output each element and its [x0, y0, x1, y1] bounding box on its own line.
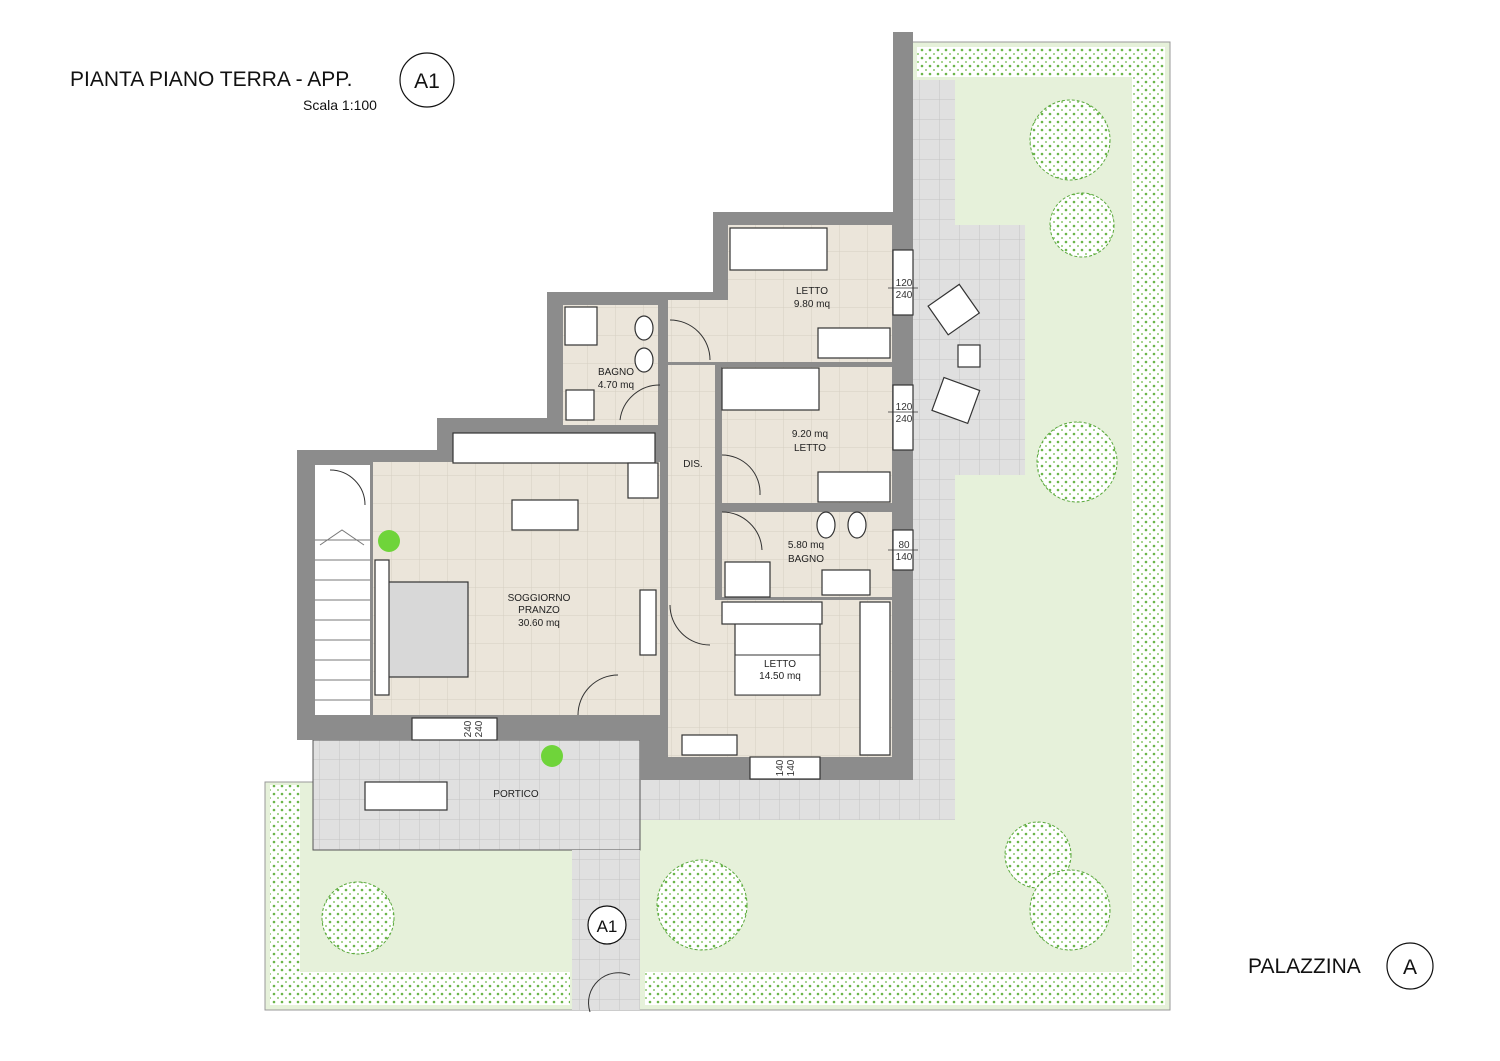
building-badge-circle: [1386, 942, 1434, 990]
stairs: [315, 529, 370, 701]
sideboard: [639, 589, 657, 656]
toilet-small: [634, 315, 654, 341]
window-dim: 120: [896, 402, 913, 413]
sofa: [387, 581, 469, 678]
unit-badge-circle: [399, 52, 455, 108]
kitchen-counter: [452, 432, 656, 464]
tree-icon: [1029, 99, 1111, 181]
plan-title: PIANTA PIANO TERRA - APP.: [70, 68, 352, 91]
room-name: SOGGIORNO: [508, 593, 571, 604]
bidet-small: [634, 347, 654, 373]
window-dim: 140: [896, 552, 913, 563]
hedge-right: [1132, 47, 1165, 1005]
plan-scale: Scala 1:100: [303, 97, 377, 113]
side-table: [957, 344, 981, 368]
building-badge: A: [1403, 956, 1417, 979]
plant-icon: [378, 530, 400, 552]
bed-label-bg: [734, 654, 821, 696]
sink-small: [565, 389, 595, 421]
tree-icon: [1029, 869, 1111, 951]
entrance-marker: A1: [597, 917, 618, 936]
wardrobe-3: [859, 601, 891, 756]
fridge: [627, 462, 659, 499]
unit-badge: A1: [414, 70, 440, 93]
bed-2: [721, 367, 820, 411]
portico-table: [364, 781, 448, 811]
armchair: [927, 283, 981, 336]
room-area: 4.70 mq: [598, 380, 634, 391]
window-dim: 240: [896, 414, 913, 425]
window-dim: 80: [898, 540, 910, 551]
armchair: [931, 376, 981, 425]
room-name: BAGNO: [788, 554, 824, 565]
room-name: LETTO: [794, 443, 826, 454]
window-living: [411, 717, 498, 741]
tv-unit: [374, 559, 390, 696]
room-area: 5.80 mq: [788, 540, 824, 551]
building-label: PALAZZINA: [1248, 955, 1361, 978]
toilet: [847, 511, 867, 539]
window-dim: 240: [896, 290, 913, 301]
room-area: 9.80 mq: [794, 299, 830, 310]
bathtub-sink: [821, 569, 871, 596]
desk: [681, 734, 738, 756]
room-area: 14.50 mq: [759, 671, 801, 682]
room-name: PORTICO: [493, 789, 539, 800]
wardrobe-2: [817, 471, 891, 503]
shower-small: [564, 306, 598, 346]
bidet: [816, 511, 836, 539]
room-name: LETTO: [796, 286, 828, 297]
window-dim: 240: [474, 720, 485, 737]
tree-icon: [1036, 421, 1118, 503]
paving: [312, 80, 1025, 1010]
tree-icon: [656, 859, 748, 951]
hedge-top: [917, 47, 1165, 77]
room-name: LETTO: [764, 659, 796, 670]
doors: [329, 319, 763, 1013]
furniture: [364, 227, 981, 811]
wardrobe-1: [817, 327, 891, 359]
trees: [321, 99, 1118, 955]
entrance-marker-circle: [587, 905, 627, 945]
window-dimensions: [888, 287, 918, 551]
window-dim: 140: [786, 759, 797, 776]
bed-1: [729, 227, 828, 271]
window-bedroom1: [892, 249, 914, 316]
plants: [378, 530, 563, 767]
plant-icon: [541, 745, 563, 767]
shower: [724, 561, 771, 598]
window-bedroom2: [892, 384, 914, 451]
tree-icon: [1049, 192, 1115, 258]
dining-table: [511, 499, 579, 531]
bed-headboard: [721, 601, 823, 625]
room-area: 9.20 mq: [792, 429, 828, 440]
room-area: 30.60 mq: [518, 618, 560, 629]
room-name: PRANZO: [518, 605, 560, 616]
hedge-left: [270, 785, 300, 975]
hedge-bottom-left: [270, 972, 570, 1005]
hedge-bottom-right: [645, 972, 1165, 1005]
window-dim: 140: [775, 759, 786, 776]
tree-icon: [321, 881, 395, 955]
window-bedroom3: [749, 756, 821, 780]
room-name: DIS.: [683, 459, 702, 470]
room-name: BAGNO: [598, 367, 634, 378]
window-dim: 240: [463, 720, 474, 737]
window-dim: 120: [896, 278, 913, 289]
